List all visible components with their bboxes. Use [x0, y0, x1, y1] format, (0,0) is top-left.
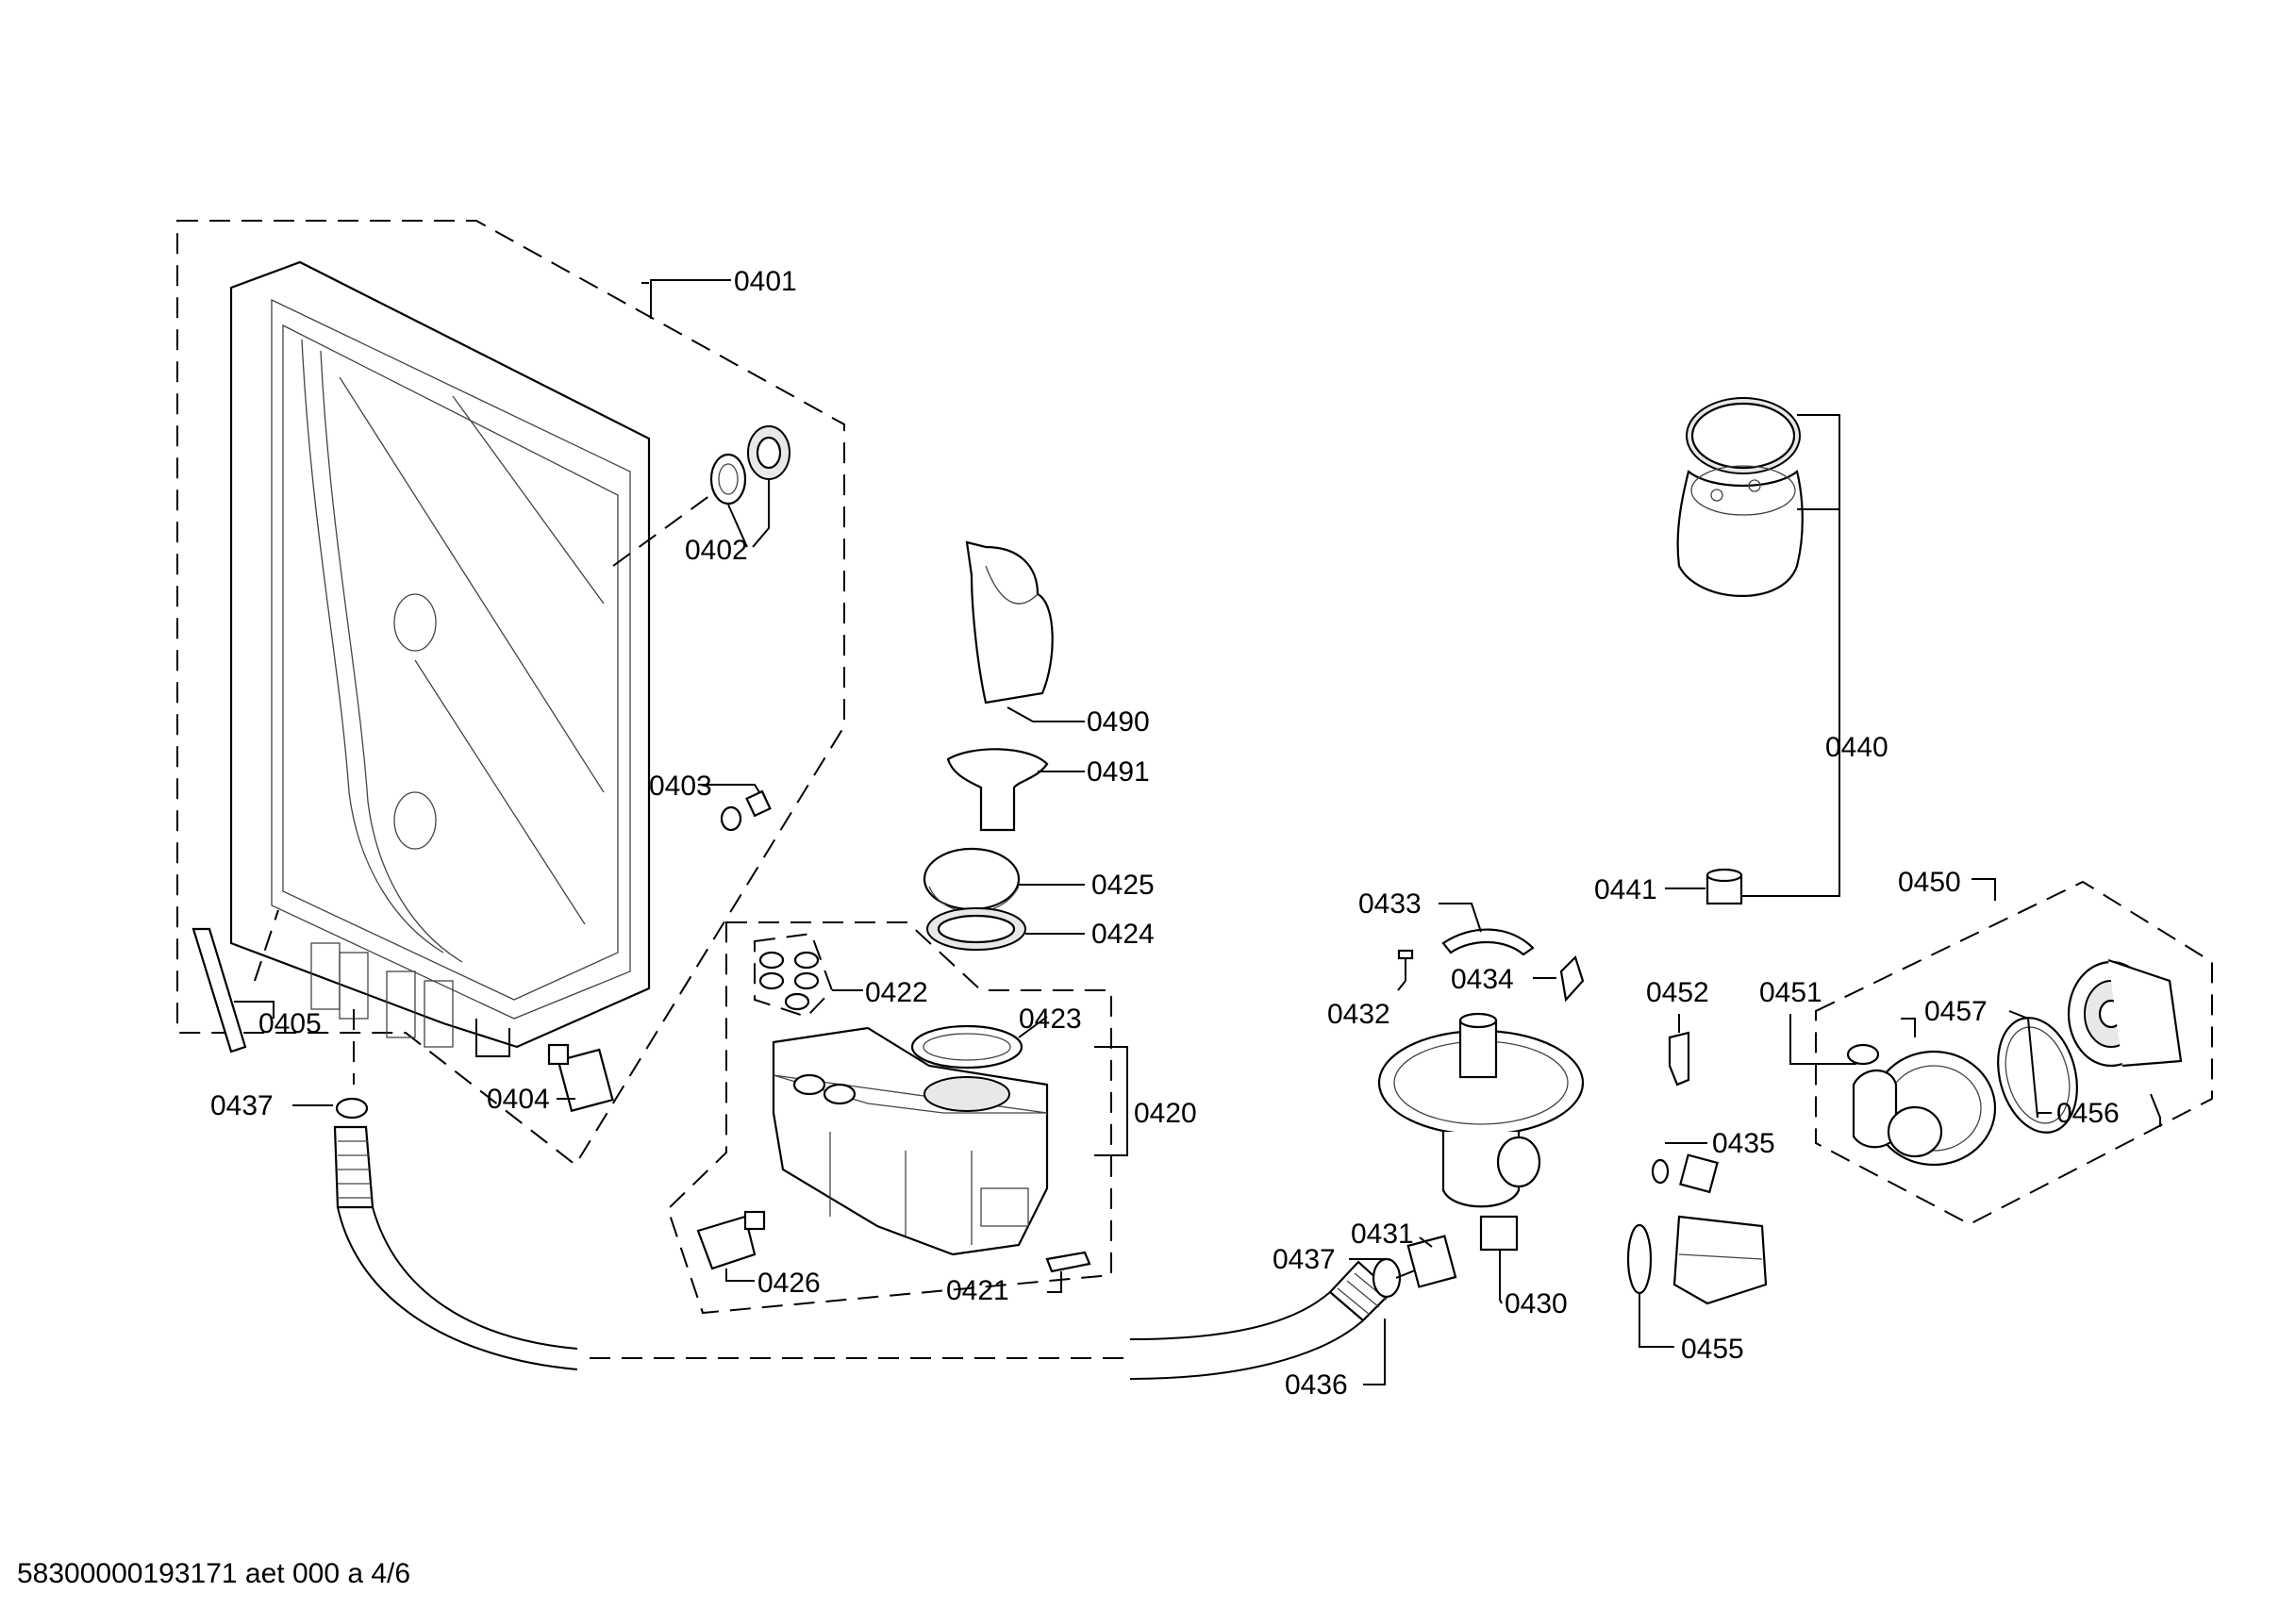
part-0435-seal-and-connector [1651, 1153, 1719, 1194]
part-0491-cap [946, 748, 1049, 832]
part-0403-fasteners [720, 789, 772, 832]
part-0432-screw [1397, 949, 1414, 981]
label-0491: 0491 [1087, 756, 1150, 788]
label-0434: 0434 [1451, 964, 1514, 995]
part-0420-sump-body [772, 1026, 1049, 1256]
part-0455-heater-module [1626, 1215, 1768, 1305]
drain-hose-right [1129, 1257, 1402, 1380]
label-0440: 0440 [1825, 732, 1888, 763]
part-0434-clamp [1559, 954, 1585, 1003]
label-0421: 0421 [946, 1275, 1009, 1306]
label-0433: 0433 [1358, 888, 1422, 920]
label-0456: 0456 [2056, 1098, 2120, 1129]
document-footer: 58300000193171 aet 000 a 4/6 [17, 1558, 410, 1589]
part-0451-clip [1846, 1043, 1880, 1066]
label-0423: 0423 [1019, 1004, 1082, 1035]
label-0490: 0490 [1087, 706, 1150, 738]
label-0424: 0424 [1091, 919, 1155, 950]
label-0405: 0405 [258, 1008, 322, 1039]
label-0437-left: 0437 [210, 1090, 274, 1121]
part-0433-bracket [1441, 928, 1535, 956]
label-0404: 0404 [487, 1084, 550, 1115]
label-0457: 0457 [1924, 996, 1988, 1027]
part-0490-funnel [965, 540, 1054, 705]
leader-0401 [650, 279, 731, 319]
label-0430: 0430 [1505, 1288, 1568, 1319]
label-0432: 0432 [1327, 999, 1390, 1030]
label-0425: 0425 [1091, 870, 1155, 901]
part-0441-sensor [1705, 868, 1743, 905]
label-0401: 0401 [734, 266, 797, 297]
label-0435: 0435 [1712, 1128, 1775, 1159]
label-0426: 0426 [757, 1268, 821, 1299]
part-0452-bracket [1668, 1031, 1690, 1086]
part-0440-heater-cover [1676, 397, 1804, 597]
part-0425-lid [923, 847, 1021, 914]
door-assembly-outline [176, 220, 845, 1167]
label-0431: 0431 [1351, 1219, 1414, 1250]
label-0437-right: 0437 [1273, 1244, 1336, 1275]
label-0420: 0420 [1134, 1098, 1197, 1129]
label-0452: 0452 [1646, 977, 1709, 1008]
sump-assembly-outline [666, 921, 1112, 1315]
part-0404-valve [547, 1043, 614, 1113]
part-0456-motor [2067, 958, 2183, 1068]
part-0456-o-ring [1997, 1017, 2078, 1134]
label-0402: 0402 [685, 535, 748, 566]
part-0405-clip [191, 927, 247, 1053]
part-0422-seal-set [758, 951, 820, 1011]
part-0423-gasket [910, 1024, 1023, 1070]
label-0455: 0455 [1681, 1334, 1744, 1365]
label-0450: 0450 [1898, 867, 1961, 898]
label-0436: 0436 [1285, 1369, 1348, 1401]
part-0457-pump-housing [1852, 1050, 1997, 1167]
pump-assembly-outline [1815, 880, 2213, 1226]
part-0424-ring [926, 907, 1026, 951]
part-0430-pump-sump [1377, 1012, 1585, 1252]
part-0426-valve [696, 1210, 766, 1270]
label-0451: 0451 [1759, 977, 1822, 1008]
part-0431-filter [1406, 1235, 1457, 1288]
part-0437-ring-left [335, 1097, 369, 1120]
part-0421-clip [1045, 1251, 1091, 1273]
drain-hose-left [333, 1125, 578, 1370]
part-0402-seals [709, 425, 790, 506]
inner-door-panel [229, 260, 651, 1057]
label-0403: 0403 [649, 771, 712, 802]
label-0422: 0422 [865, 977, 928, 1008]
label-0441: 0441 [1594, 874, 1657, 905]
